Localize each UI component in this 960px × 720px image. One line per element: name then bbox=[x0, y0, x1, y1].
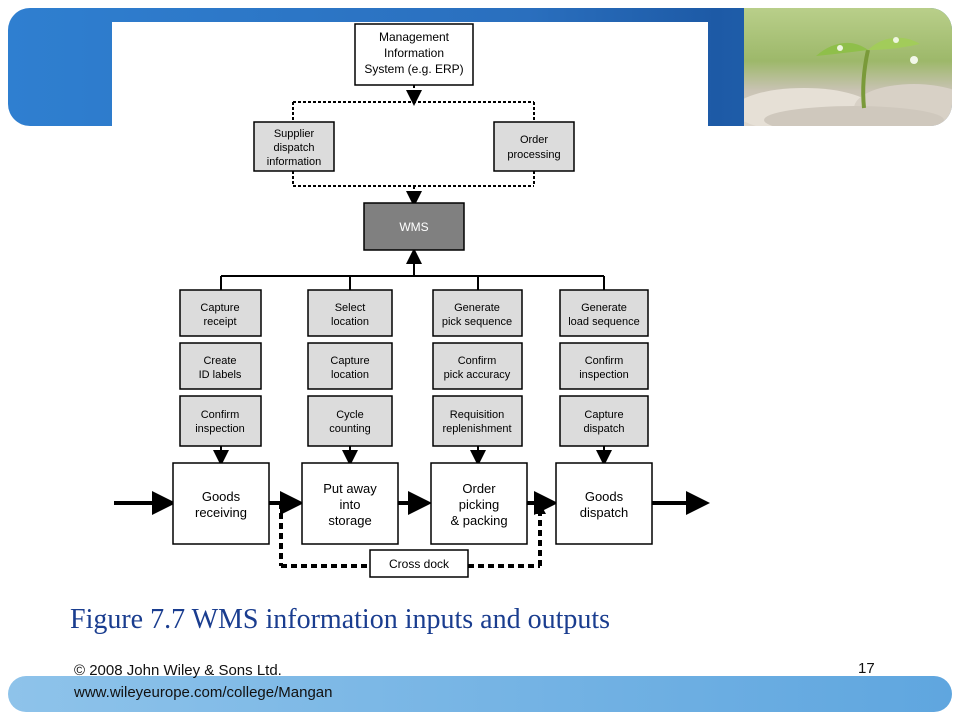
header-plant-photo bbox=[744, 8, 952, 126]
cycle-counting-box bbox=[307, 395, 393, 447]
put-away-label-1: Put away bbox=[323, 481, 377, 496]
put-away-label-2: into bbox=[340, 497, 361, 512]
cross-dock-box bbox=[369, 549, 469, 578]
seedling-image bbox=[744, 37, 952, 126]
solid-connectors bbox=[213, 248, 612, 466]
figure-caption: Figure 7.7 WMS information inputs and ou… bbox=[70, 604, 611, 635]
cross-dock-loop bbox=[279, 503, 542, 568]
capture-location-label-2: location bbox=[331, 369, 369, 381]
capture-dispatch-box bbox=[559, 395, 649, 447]
order-processing-label-1: Order bbox=[520, 134, 548, 146]
put-away-box bbox=[301, 462, 399, 545]
order-processing-label-2: processing bbox=[507, 149, 560, 161]
order-picking-label-1: Order bbox=[462, 481, 496, 496]
order-picking-label-2: picking bbox=[459, 497, 499, 512]
confirm-pick-accuracy-label-2: pick accuracy bbox=[444, 369, 511, 381]
capture-receipt-label-1: Capture bbox=[200, 302, 239, 314]
generate-load-sequence-label-2: load sequence bbox=[568, 316, 640, 328]
confirm-pick-accuracy-box bbox=[432, 342, 523, 390]
supplier-label-1: Supplier bbox=[274, 128, 315, 140]
select-location-label-2: location bbox=[331, 316, 369, 328]
cycle-counting-label-2: counting bbox=[329, 423, 371, 435]
mis-box bbox=[354, 23, 474, 86]
capture-dispatch-label-1: Capture bbox=[584, 409, 623, 421]
wms-box bbox=[363, 202, 465, 251]
wms-label: WMS bbox=[399, 220, 428, 234]
requisition-replenishment-box bbox=[432, 395, 523, 447]
generate-pick-sequence-box bbox=[432, 289, 523, 337]
create-id-labels-label-2: ID labels bbox=[199, 369, 242, 381]
mis-label-2: Information bbox=[384, 46, 444, 60]
cross-dock-label: Cross dock bbox=[389, 557, 450, 571]
confirm-inspection-box-1 bbox=[179, 395, 262, 447]
goods-dispatch-box bbox=[555, 462, 653, 545]
put-away-label-3: storage bbox=[328, 513, 371, 528]
cross-dock-arrowhead bbox=[534, 503, 546, 514]
order-processing-box bbox=[493, 121, 575, 172]
create-id-labels-label-1: Create bbox=[203, 355, 236, 367]
confirm-inspection-2-label-2: inspection bbox=[579, 369, 629, 381]
capture-dispatch-label-2: dispatch bbox=[584, 423, 625, 435]
copyright-text: © 2008 John Wiley & Sons Ltd. bbox=[74, 662, 282, 679]
goods-dispatch-label-1: Goods bbox=[585, 489, 624, 504]
cycle-counting-label-1: Cycle bbox=[336, 409, 364, 421]
confirm-inspection-box-2 bbox=[559, 342, 649, 390]
order-picking-label-3: & packing bbox=[450, 513, 507, 528]
slide-number: 17 bbox=[858, 660, 875, 677]
confirm-inspection-2-label-1: Confirm bbox=[585, 355, 624, 367]
confirm-inspection-1-label-2: inspection bbox=[195, 423, 245, 435]
confirm-pick-accuracy-label-1: Confirm bbox=[458, 355, 497, 367]
supplier-dispatch-box bbox=[253, 121, 335, 172]
supplier-label-3: information bbox=[267, 156, 321, 168]
publisher-url: www.wileyeurope.com/college/Mangan bbox=[74, 684, 333, 701]
create-id-labels-box bbox=[179, 342, 262, 390]
footer-band bbox=[8, 676, 952, 712]
goods-receiving-label-2: receiving bbox=[195, 505, 247, 520]
select-location-label-1: Select bbox=[335, 302, 366, 314]
requisition-replenishment-label-2: replenishment bbox=[442, 423, 511, 435]
capture-receipt-box bbox=[179, 289, 262, 337]
confirm-inspection-1-label-1: Confirm bbox=[201, 409, 240, 421]
order-picking-box bbox=[430, 462, 528, 545]
mis-label-1: Management bbox=[379, 30, 450, 44]
select-location-box bbox=[307, 289, 393, 337]
generate-load-sequence-box bbox=[559, 289, 649, 337]
generate-pick-sequence-label-2: pick sequence bbox=[442, 316, 512, 328]
requisition-replenishment-label-1: Requisition bbox=[450, 409, 504, 421]
goods-receiving-label-1: Goods bbox=[202, 489, 241, 504]
capture-location-label-1: Capture bbox=[330, 355, 369, 367]
goods-receiving-box bbox=[172, 462, 270, 545]
capture-location-box bbox=[307, 342, 393, 390]
supplier-label-2: dispatch bbox=[274, 142, 315, 154]
dotted-connectors bbox=[292, 85, 535, 207]
generate-load-sequence-label-1: Generate bbox=[581, 302, 627, 314]
goods-dispatch-label-2: dispatch bbox=[580, 505, 628, 520]
generate-pick-sequence-label-1: Generate bbox=[454, 302, 500, 314]
footer-credit: © 2008 John Wiley & Sons Ltd. www.wileye… bbox=[74, 660, 332, 704]
capture-receipt-label-2: receipt bbox=[203, 316, 236, 328]
mis-label-3: System (e.g. ERP) bbox=[364, 62, 463, 76]
